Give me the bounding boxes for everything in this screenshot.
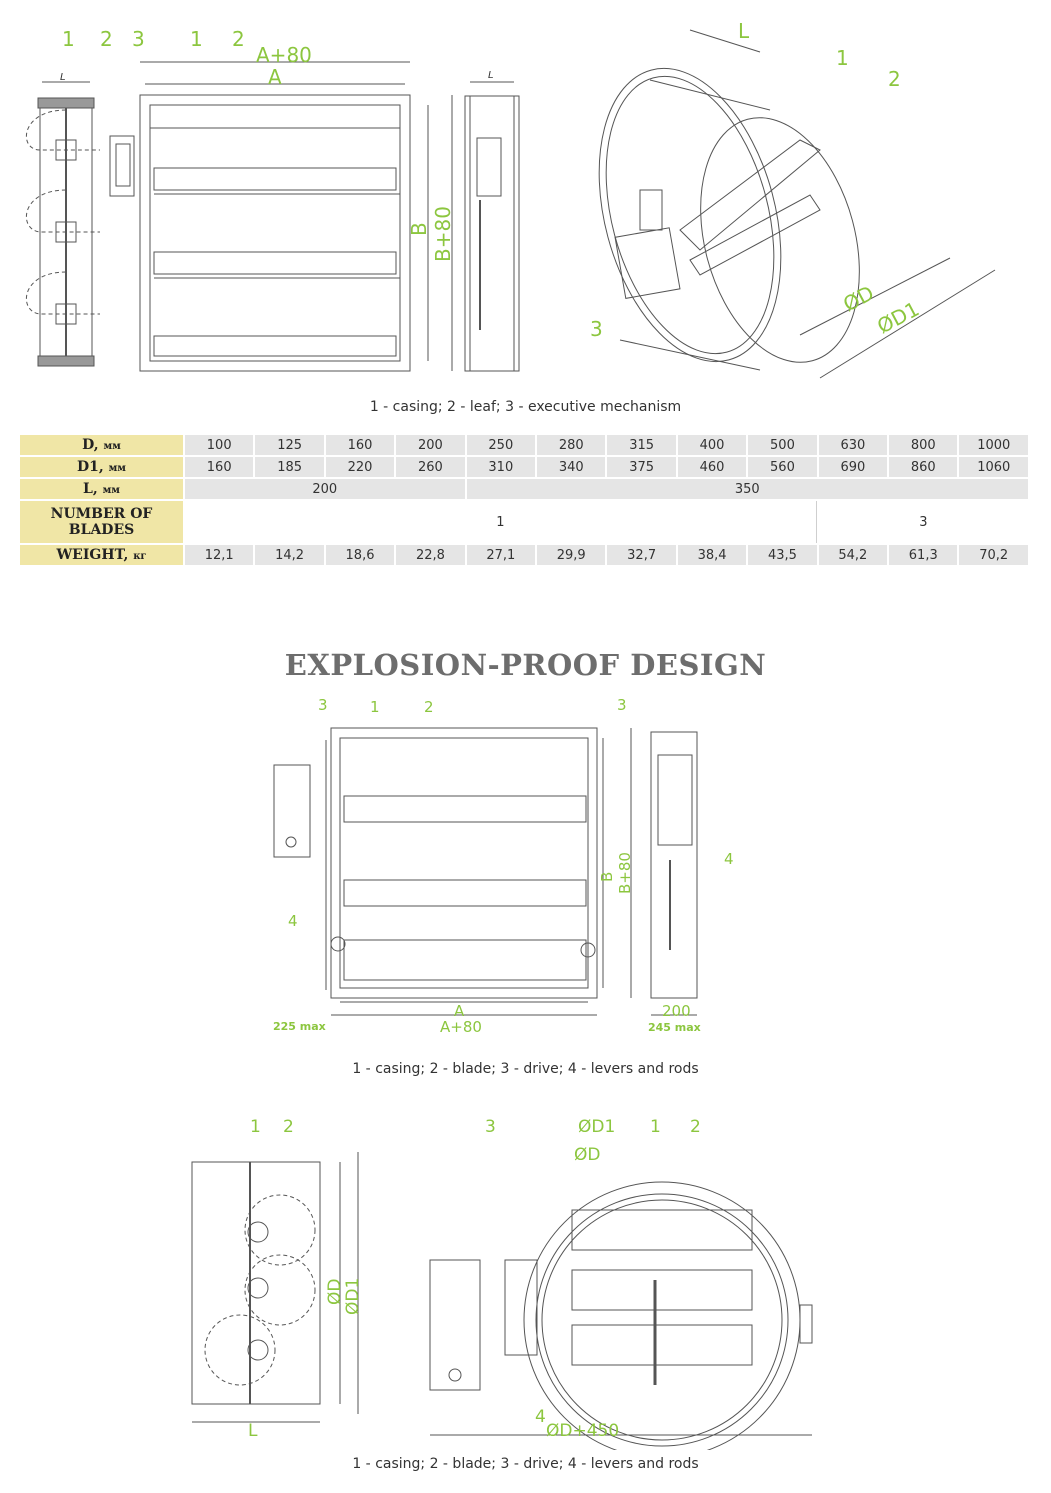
table-cell: 43,5 xyxy=(748,545,817,565)
table-cell: 1000 xyxy=(959,435,1028,455)
table-cell: 315 xyxy=(607,435,676,455)
table-cell: 1 xyxy=(185,501,817,543)
exp-callout-4b: 4 xyxy=(724,850,734,868)
table-cell: 38,4 xyxy=(677,545,747,565)
table-cell: 12,1 xyxy=(185,545,254,565)
table-cell: 340 xyxy=(537,457,606,477)
table-cell: 1060 xyxy=(959,457,1028,477)
exp-callout-4: 4 xyxy=(288,912,298,930)
table-cell: 160 xyxy=(325,435,395,455)
table-cell: 32,7 xyxy=(607,545,676,565)
bot-callout-2b: 2 xyxy=(690,1117,701,1137)
table-cell: 185 xyxy=(255,457,324,477)
exp-dim-b80: B+80 xyxy=(616,852,634,894)
dim-b: B xyxy=(407,222,431,236)
table-cell: 22,8 xyxy=(396,545,465,565)
table-cell: 200 xyxy=(185,479,465,499)
table-cell: 630 xyxy=(818,435,888,455)
table-cell: 160 xyxy=(185,457,254,477)
table-cell: 310 xyxy=(466,457,536,477)
callout-2b: 2 xyxy=(232,27,245,51)
exp-callout-3: 3 xyxy=(318,696,328,714)
table-cell: 375 xyxy=(607,457,676,477)
dim-l-small: L xyxy=(60,72,66,83)
table-cell: 280 xyxy=(537,435,606,455)
bot-callout-1: 1 xyxy=(250,1117,261,1137)
table-cell: 100 xyxy=(185,435,254,455)
table-row-weight: WEIGHT, кг 12,1 14,2 18,6 22,8 27,1 29,9… xyxy=(20,545,1028,565)
callout-3c: 3 xyxy=(590,317,603,341)
table-cell: 14,2 xyxy=(255,545,324,565)
bot-dim-od: ØD xyxy=(574,1145,600,1165)
callout-2: 2 xyxy=(100,27,113,51)
exp-dim-225max: 225 max xyxy=(273,1020,326,1033)
exp-callout-3b: 3 xyxy=(617,696,627,714)
table-cell: 500 xyxy=(748,435,817,455)
top-caption: 1 - casing; 2 - leaf; 3 - executive mech… xyxy=(369,399,682,415)
table-cell: 800 xyxy=(889,435,958,455)
explosion-drawings: 3 1 2 3 4 4 A A+80 B B+80 200 225 max 24… xyxy=(273,696,734,1036)
dim-a80: A+80 xyxy=(256,43,312,67)
callout-1: 1 xyxy=(62,27,75,51)
table-cell: 460 xyxy=(677,457,747,477)
exp-dim-a80: A+80 xyxy=(440,1018,482,1036)
bot-dim-l: L xyxy=(248,1421,258,1441)
exp-callout-2: 2 xyxy=(424,698,434,716)
dim-l-small2: L xyxy=(488,70,494,81)
table-cell: 400 xyxy=(677,435,747,455)
exp-dim-200: 200 xyxy=(662,1002,691,1020)
bot-callout-3: 3 xyxy=(485,1117,496,1137)
callout-1b: 1 xyxy=(190,27,203,51)
table-row-d1: D1, мм 160 185 220 260 310 340 375 460 5… xyxy=(20,457,1028,477)
table-row-l: L, мм 200 350 xyxy=(20,479,1028,499)
exp-dim-b: B xyxy=(598,872,616,882)
table-cell: 3 xyxy=(818,501,1028,543)
table-row-d: D, мм 100 125 160 200 250 280 315 400 50… xyxy=(20,435,1028,455)
table-cell: 200 xyxy=(396,435,465,455)
bottom-caption: 1 - casing; 2 - blade; 3 - drive; 4 - le… xyxy=(352,1456,699,1472)
bot-dim-od1: ØD1 xyxy=(578,1117,615,1137)
bot-callout-4: 4 xyxy=(535,1407,546,1427)
table-cell: 27,1 xyxy=(466,545,536,565)
dim-od1: ØD1 xyxy=(873,297,923,339)
callout-2c: 2 xyxy=(888,67,901,91)
table-cell: 125 xyxy=(255,435,324,455)
exp-dim-a: A xyxy=(454,1002,465,1020)
dim-od: ØD xyxy=(839,281,878,317)
dim-a: A xyxy=(268,65,282,89)
table-cell: 250 xyxy=(466,435,536,455)
explosion-caption: 1 - casing; 2 - blade; 3 - drive; 4 - le… xyxy=(352,1061,699,1077)
table-cell: 690 xyxy=(818,457,888,477)
callout-1c: 1 xyxy=(836,46,849,70)
table-cell: 18,6 xyxy=(325,545,395,565)
callout-3: 3 xyxy=(132,27,145,51)
bot-callout-2: 2 xyxy=(283,1117,294,1137)
bot-callout-1b: 1 xyxy=(650,1117,661,1137)
bottom-drawings: 1 2 3 1 2 4 ØD1 ØD ØD+450 L ØD ØD1 xyxy=(191,1117,813,1450)
table-cell: 29,9 xyxy=(537,545,606,565)
exp-dim-245max: 245 max xyxy=(648,1021,701,1034)
section-title: EXPLOSION-PROOF DESIGN xyxy=(284,648,767,682)
table-cell: 860 xyxy=(889,457,958,477)
table-cell: 70,2 xyxy=(959,545,1028,565)
bot-dim-od450: ØD+450 xyxy=(546,1421,619,1441)
dim-b80: B+80 xyxy=(431,206,455,262)
dim-l: L xyxy=(738,19,750,43)
bot-dim-od1-v: ØD1 xyxy=(343,1278,363,1315)
spec-table: D, мм 100 125 160 200 250 280 315 400 50… xyxy=(18,433,1030,567)
top-drawings: 1 2 3 1 2 1 2 3 A+80 A L B B+80 ØD ØD1 L… xyxy=(25,19,996,379)
bot-dim-od-v: ØD xyxy=(325,1279,345,1305)
table-cell: 220 xyxy=(325,457,395,477)
exp-callout-1: 1 xyxy=(370,698,380,716)
table-cell: 560 xyxy=(748,457,817,477)
table-cell: 350 xyxy=(466,479,1028,499)
table-cell: 61,3 xyxy=(889,545,958,565)
table-cell: 54,2 xyxy=(818,545,888,565)
table-cell: 260 xyxy=(396,457,465,477)
